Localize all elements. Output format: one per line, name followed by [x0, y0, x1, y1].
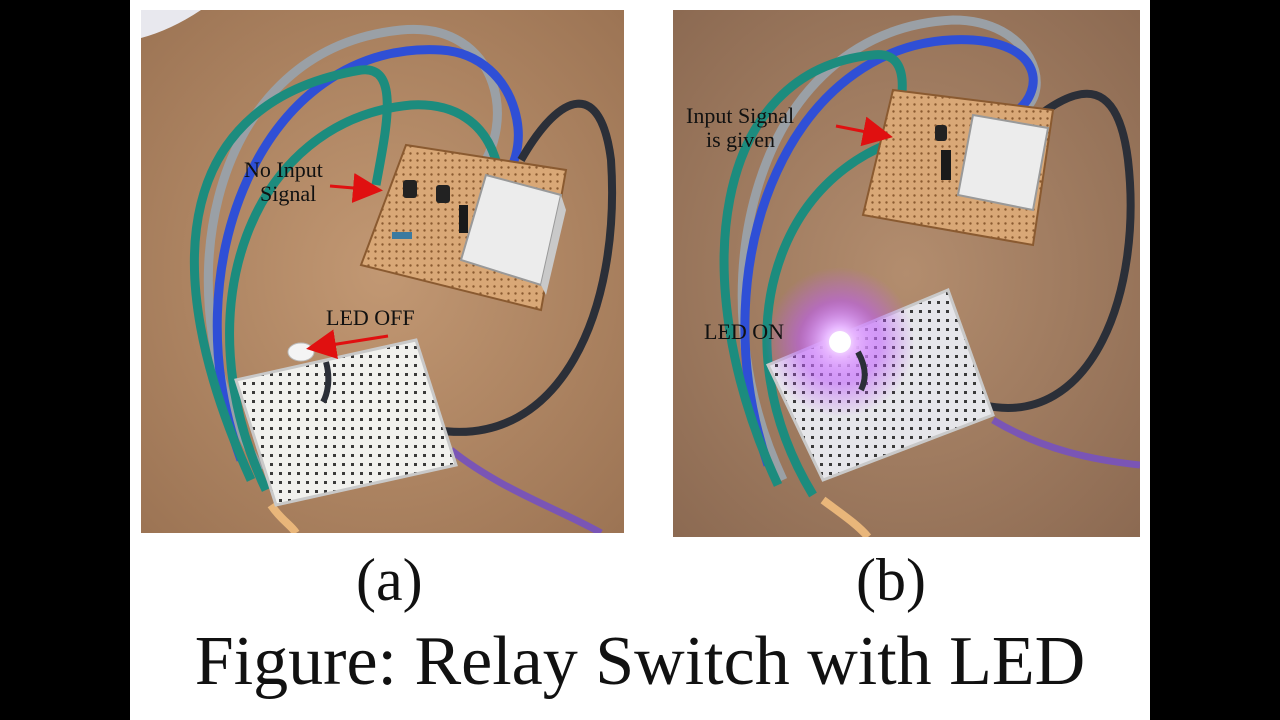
- caption-a: (a): [356, 547, 423, 613]
- annotation-led-on: LED ON: [704, 320, 784, 344]
- annotation-line: Input Signal: [686, 103, 795, 128]
- annotation-line: LED OFF: [326, 305, 415, 330]
- figure-title: Figure: Relay Switch with LED: [194, 623, 1086, 700]
- photo-relay-led-off: [141, 10, 624, 533]
- annotation-line: LED ON: [704, 319, 785, 344]
- photo-relay-led-on: [673, 10, 1140, 537]
- annotation-line: Signal: [260, 181, 317, 206]
- annotation-line: is given: [706, 127, 776, 152]
- annotation-led-off: LED OFF: [326, 306, 415, 330]
- caption-b: (b): [856, 547, 926, 613]
- annotation-line: No Input: [244, 157, 323, 182]
- figure-sheet: No Input Signal LED OFF Input Signal is …: [130, 0, 1150, 720]
- annotation-input-signal-given: Input Signal is given: [686, 104, 794, 152]
- annotation-no-input-signal: No Input Signal: [244, 158, 323, 206]
